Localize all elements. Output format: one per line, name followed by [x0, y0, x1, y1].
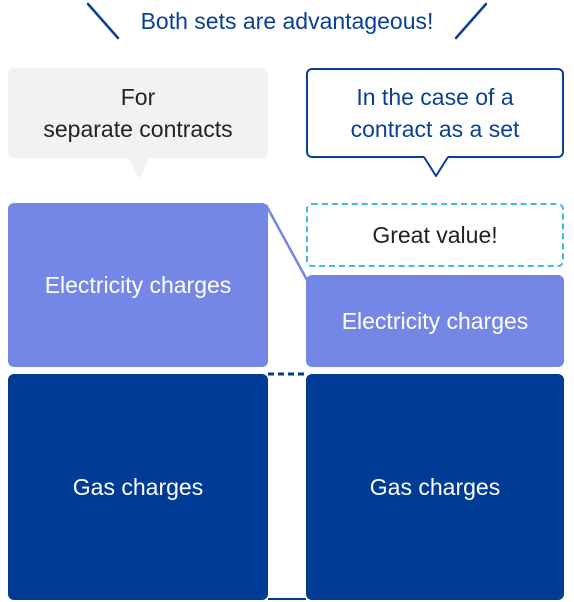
separate-electricity-block: Electricity charges	[8, 203, 268, 367]
set-bubble-line1: In the case of a	[356, 84, 514, 110]
set-electricity-label: Electricity charges	[341, 307, 529, 334]
great-value-label: Great value!	[372, 221, 498, 248]
headline-right-slash-icon	[454, 2, 488, 40]
separate-bubble-line2: separate contracts	[43, 116, 233, 142]
headline: Both sets are advantageous!	[140, 8, 434, 34]
electricity-top-connector	[264, 204, 309, 281]
headline-left-slash-icon	[86, 2, 120, 40]
separate-bubble-tail	[128, 157, 150, 179]
set-bubble-line2: contract as a set	[350, 116, 520, 142]
separate-electricity-label: Electricity charges	[44, 271, 232, 298]
separate-bubble-line1: For	[120, 84, 156, 110]
separate-gas-block: Gas charges	[8, 374, 268, 600]
separate-contracts-bubble: For separate contracts	[8, 68, 268, 158]
separate-gas-label: Gas charges	[72, 473, 204, 500]
set-bubble-tail	[423, 156, 449, 177]
set-contract-bubble: In the case of a contract as a set	[306, 68, 564, 158]
set-gas-block: Gas charges	[306, 374, 564, 600]
set-electricity-block: Electricity charges	[306, 275, 564, 367]
great-value-box: Great value!	[306, 203, 564, 267]
set-gas-label: Gas charges	[369, 473, 501, 500]
